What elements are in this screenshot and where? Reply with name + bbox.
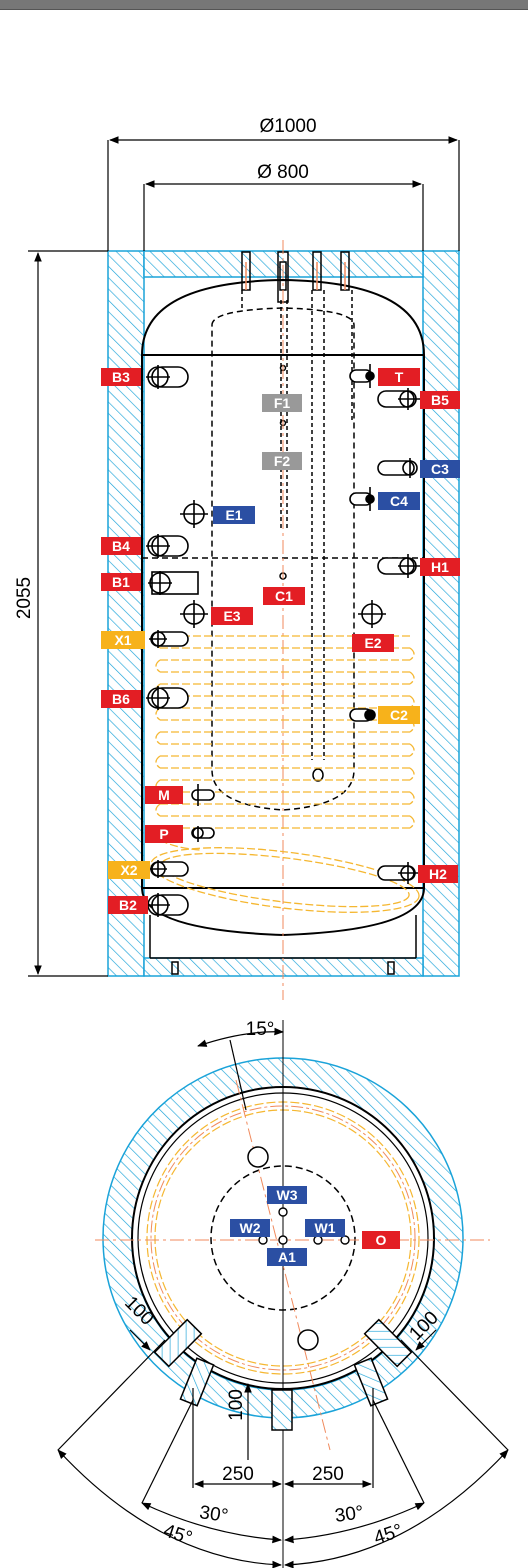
label-E1: E1: [225, 507, 242, 523]
label-E2: E2: [364, 635, 381, 651]
label-F1: F1: [274, 395, 291, 411]
label-W1: W1: [315, 1220, 336, 1236]
fittings: [146, 364, 420, 917]
label-C2: C2: [390, 707, 408, 723]
label-A1: A1: [278, 1249, 296, 1265]
label-C4: C4: [390, 493, 408, 509]
offset-left-dim: 250: [222, 1464, 254, 1485]
label-B1: B1: [112, 574, 130, 590]
window-top-bar: [0, 0, 528, 10]
label-E3: E3: [223, 608, 240, 624]
side-view: Ø1000 Ø 800 2055: [14, 116, 460, 1000]
label-T: T: [395, 369, 404, 385]
label-H2: H2: [429, 866, 447, 882]
label-X2: X2: [120, 862, 137, 878]
label-C3: C3: [431, 461, 449, 477]
tank-top-dome: [141, 278, 425, 356]
label-B3: B3: [112, 369, 130, 385]
label-W3: W3: [277, 1187, 298, 1203]
angle-15-dim: 15°: [246, 1019, 275, 1040]
label-P: P: [159, 826, 168, 842]
label-B2: B2: [119, 897, 137, 913]
inner-diameter-dim: Ø 800: [257, 162, 309, 183]
offset-right-dim: 250: [312, 1464, 344, 1485]
label-M: M: [158, 787, 170, 803]
label-C1: C1: [275, 588, 293, 604]
heating-coil: [150, 635, 420, 913]
label-W2: W2: [240, 1220, 261, 1236]
angle-30-left-dim: 30°: [198, 1502, 229, 1527]
connection-labels: B3 T B5 F1 F2 C3 C4 E1 B4 H1 B1 C1 E3 X1…: [101, 368, 460, 914]
outer-diameter-dim: Ø1000: [259, 116, 316, 137]
angle-45-right-dim: 45°: [371, 1520, 405, 1549]
label-O: O: [376, 1232, 387, 1248]
label-B4: B4: [112, 538, 130, 554]
inner-tank: [211, 307, 355, 811]
height-dim: 2055: [14, 577, 35, 619]
label-F2: F2: [274, 453, 291, 469]
label-B5: B5: [431, 392, 449, 408]
label-H1: H1: [431, 559, 449, 575]
label-X1: X1: [114, 632, 131, 648]
insulation-right: [422, 250, 460, 977]
top-view: 15° 100 100 100 250 250 30° 30° 45° 45° …: [57, 1019, 509, 1568]
angle-30-right-dim: 30°: [334, 1502, 365, 1527]
label-B6: B6: [112, 691, 130, 707]
bottom-thickness-dim: 100: [226, 1389, 247, 1421]
